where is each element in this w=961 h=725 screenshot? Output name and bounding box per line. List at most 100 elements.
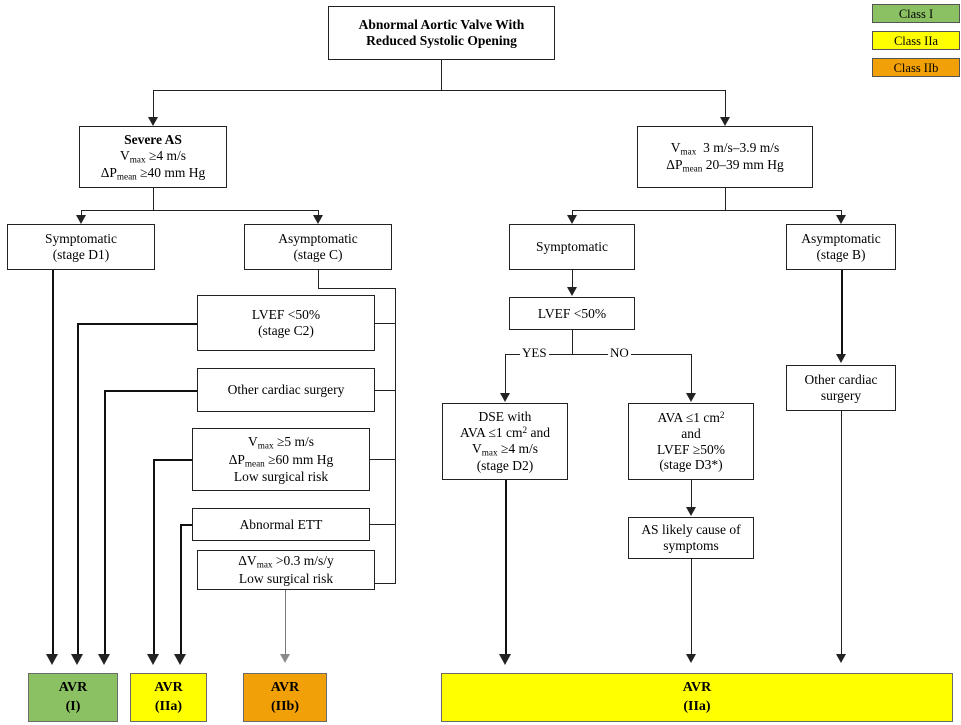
node-other-cardiac-surgery-left-line1: Other cardiac surgery bbox=[227, 382, 345, 398]
node-abnormal-ett: Abnormal ETT bbox=[192, 508, 370, 541]
edge-yesno-bar bbox=[505, 354, 691, 355]
edge-label-no: NO bbox=[608, 345, 631, 361]
outcome-avr-i: AVR (I) bbox=[28, 673, 118, 722]
arrow-lvef-c2-to-avr-i bbox=[71, 654, 83, 665]
node-asymptomatic-c: Asymptomatic (stage C) bbox=[244, 224, 392, 270]
edge-asym-c-right bbox=[318, 288, 396, 289]
node-other-cardiac-surgery-right-line1: Other cardiac bbox=[804, 372, 878, 388]
node-vmax5-line2: ΔPmean ≥60 mm Hg bbox=[228, 451, 334, 468]
node-severe-as-line1: Severe AS bbox=[124, 131, 182, 147]
edge-asym-b-down bbox=[841, 270, 843, 355]
edge-sym-right-to-lvef bbox=[572, 270, 573, 287]
edge-dse-down bbox=[505, 480, 507, 655]
edge-yes-down bbox=[505, 354, 506, 394]
edge-other-surgery-left bbox=[104, 390, 198, 392]
edge-asym-c-down bbox=[318, 270, 319, 288]
outcome-avr-iia: AVR (IIa) bbox=[130, 673, 207, 722]
edge-moderate-split-bar bbox=[572, 210, 841, 211]
node-severe-as-line2: Vmax ≥4 m/s bbox=[120, 147, 186, 165]
edge-lvef-c2-down bbox=[77, 323, 79, 655]
legend-class-iia-label: Class IIa bbox=[893, 34, 939, 48]
arrow-to-severe-as bbox=[148, 117, 158, 126]
legend-class-iib: Class IIb bbox=[872, 58, 960, 77]
node-ava-d3-line3: LVEF ≥50% bbox=[656, 441, 726, 457]
node-as-likely-cause-line2: symptoms bbox=[663, 538, 719, 553]
edge-moderate-down bbox=[725, 188, 726, 210]
node-delta-vmax-line1: ΔVmax >0.3 m/s/y bbox=[238, 553, 334, 570]
node-root-line1: Abnormal Aortic Valve With bbox=[358, 17, 525, 33]
outcome-avr-iib: AVR (IIb) bbox=[243, 673, 327, 722]
arrow-to-symptomatic-d1 bbox=[76, 215, 86, 224]
edge-asym-c-bus bbox=[395, 288, 396, 583]
arrow-vmax5-to-avr-iia bbox=[147, 654, 159, 665]
arrow-to-symptomatic-right bbox=[567, 215, 577, 224]
edge-moderate-to-sym bbox=[572, 210, 573, 216]
outcome-avr-iib-line1: AVR bbox=[270, 680, 300, 696]
node-symptomatic-d1: Symptomatic (stage D1) bbox=[7, 224, 155, 270]
node-symptomatic-right: Symptomatic bbox=[509, 224, 635, 270]
node-vmax5-line3: Low surgical risk bbox=[233, 468, 329, 484]
node-as-likely-cause: AS likely cause of symptoms bbox=[628, 517, 754, 559]
edge-sym-d1-to-avr-i bbox=[52, 270, 54, 655]
node-other-cardiac-surgery-left: Other cardiac surgery bbox=[197, 368, 375, 412]
arrow-asym-b-to-other-surgery bbox=[836, 354, 846, 363]
node-other-cardiac-surgery-right-line2: surgery bbox=[820, 388, 862, 403]
edge-severe-to-sym bbox=[81, 210, 82, 216]
edge-severe-down bbox=[153, 188, 154, 210]
edge-other-surgery-right-down bbox=[841, 411, 842, 655]
node-moderate-as-line1: Vmax 3 m/s–3.9 m/s bbox=[670, 139, 780, 157]
outcome-avr-i-line1: AVR bbox=[58, 680, 88, 696]
arrow-abnormal-ett-to-avr-iia bbox=[174, 654, 186, 665]
node-vmax5: Vmax ≥5 m/s ΔPmean ≥60 mm Hg Low surgica… bbox=[192, 428, 370, 491]
edge-as-likely-down bbox=[691, 559, 692, 655]
node-dse-line2: AVA ≤1 cm2 and bbox=[460, 424, 550, 441]
node-delta-vmax-line2: Low surgical risk bbox=[238, 570, 334, 586]
edge-moderate-to-asym-b bbox=[841, 210, 842, 216]
node-asymptomatic-c-line2: (stage C) bbox=[293, 247, 343, 262]
node-as-likely-cause-line1: AS likely cause of bbox=[641, 522, 741, 538]
arrow-sym-d1-to-avr-i bbox=[46, 654, 58, 665]
arrow-delta-vmax-to-avr-iib bbox=[280, 654, 290, 663]
node-asymptomatic-b-line2: (stage B) bbox=[816, 247, 866, 262]
node-severe-as-line3: ΔPmean ≥40 mm Hg bbox=[100, 164, 206, 182]
arrow-sym-right-to-lvef bbox=[567, 287, 577, 296]
node-ava-d3: AVA ≤1 cm2 and LVEF ≥50% (stage D3*) bbox=[628, 403, 754, 480]
legend-class-iib-label: Class IIb bbox=[893, 61, 939, 75]
node-lvef-c2-line1: LVEF <50% bbox=[251, 307, 321, 323]
node-asymptomatic-b-line1: Asymptomatic bbox=[801, 231, 881, 247]
edge-root-to-moderate bbox=[725, 90, 726, 118]
arrow-as-likely-to-avr-iia-right bbox=[686, 654, 696, 663]
node-symptomatic-d1-line1: Symptomatic bbox=[45, 231, 117, 247]
edge-bus-to-vmax5 bbox=[370, 459, 396, 460]
legend-class-iia: Class IIa bbox=[872, 31, 960, 50]
edge-bus-to-abnormal-ett bbox=[370, 524, 396, 525]
edge-root-down bbox=[441, 60, 442, 90]
edge-label-yes: YES bbox=[520, 345, 549, 361]
edge-abnormal-ett-left bbox=[180, 524, 193, 526]
legend-class-i-label: Class I bbox=[898, 7, 934, 21]
node-lvef-right-line1: LVEF <50% bbox=[537, 305, 607, 321]
node-dse: DSE with AVA ≤1 cm2 and Vmax ≥4 m/s (sta… bbox=[442, 403, 568, 480]
arrow-yes-to-dse bbox=[500, 393, 510, 402]
edge-bus-to-other-surgery bbox=[375, 390, 396, 391]
edge-bus-to-lvef-c2 bbox=[375, 323, 396, 324]
edge-vmax5-left bbox=[153, 459, 193, 461]
node-dse-line1: DSE with bbox=[478, 409, 532, 424]
node-symptomatic-d1-line2: (stage D1) bbox=[52, 247, 110, 262]
edge-lvef-c2-left bbox=[77, 323, 198, 325]
edge-bus-to-delta-vmax bbox=[375, 583, 396, 584]
arrow-dse-to-avr-iia-right bbox=[499, 654, 511, 665]
node-dse-line4: (stage D2) bbox=[476, 458, 534, 474]
node-root-line2: Reduced Systolic Opening bbox=[366, 33, 517, 48]
edge-severe-split-bar bbox=[81, 210, 318, 211]
node-moderate-as-line2: ΔPmean 20–39 mm Hg bbox=[666, 157, 784, 174]
outcome-avr-iia-right-line1: AVR bbox=[682, 680, 712, 696]
node-lvef-c2: LVEF <50% (stage C2) bbox=[197, 295, 375, 351]
node-ava-d3-line1: AVA ≤1 cm2 bbox=[657, 409, 725, 425]
node-lvef-right: LVEF <50% bbox=[509, 297, 635, 330]
edge-ava-d3-down bbox=[691, 480, 692, 508]
node-ava-d3-line4: (stage D3*) bbox=[659, 457, 723, 473]
legend-class-i: Class I bbox=[872, 4, 960, 23]
node-asymptomatic-b: Asymptomatic (stage B) bbox=[786, 224, 896, 270]
